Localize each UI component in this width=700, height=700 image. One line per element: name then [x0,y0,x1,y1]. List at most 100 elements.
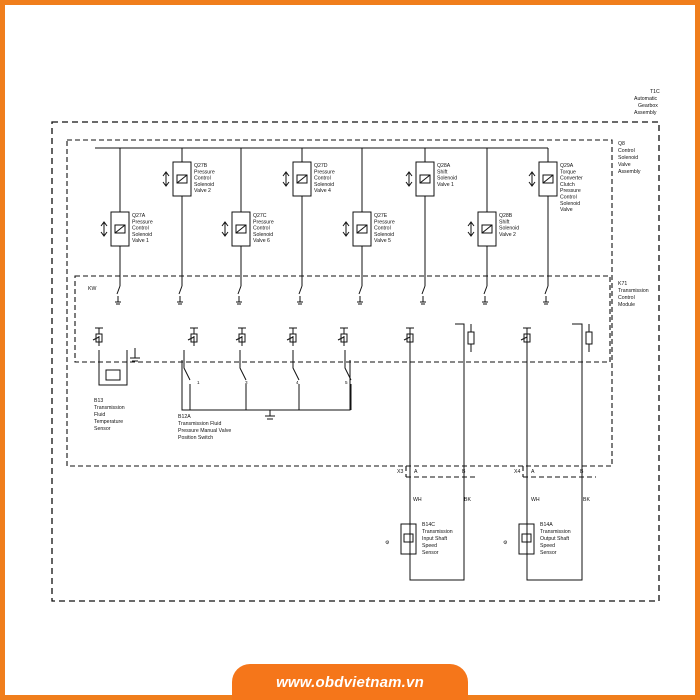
solenoid-label: Q27C [253,213,267,219]
solenoid-label: Valve 5 [374,238,391,244]
solenoid-label: Control [253,226,270,232]
b12a-switch [344,350,352,410]
gear-icon: ⚙ [385,540,390,546]
switch-number: 3 [245,380,248,385]
tcm-input-stub [337,327,348,346]
tcm-driver-ground [115,285,121,305]
svg-text:Control: Control [618,295,635,301]
b12a-switch-bus [181,360,351,411]
svg-text:Automatic: Automatic [634,96,657,102]
svg-text:A: A [531,469,535,475]
b14c-sensor: ⚙ B14C Transmission Input Shaft Speed Se… [385,522,453,556]
connector-x3: X3 A B [397,469,466,475]
b14c-signal-wire [409,323,465,581]
tcm-driver-ground [543,285,549,305]
svg-text:Q8: Q8 [618,141,625,147]
solenoid-label: Control [132,226,149,232]
b12a-switch [239,350,247,410]
solenoid-label: Pressure [314,169,335,175]
tcm-pullup-resistor [467,324,475,352]
svg-text:B12A: B12A [178,414,191,420]
gearbox-assembly-label: T1C Automatic Gearbox Assembly [634,89,660,116]
solenoid-label: Valve 4 [314,188,331,194]
b12a-switch [183,350,191,410]
tcm-driver-ground [236,285,242,305]
automatic-gearbox-assembly-box [51,121,660,602]
svg-text:Assembly: Assembly [618,169,641,175]
svg-text:Transmission: Transmission [422,529,453,535]
switch-number: 1 [197,380,200,385]
solenoid-label: Solenoid [560,201,580,207]
svg-text:Transmission Fluid: Transmission Fluid [178,421,221,427]
svg-text:A: A [414,469,418,475]
wire-color-bk: BK [583,497,590,503]
solenoid-label: Valve 2 [194,188,211,194]
solenoid-label: Valve [560,207,573,213]
tcm-input-stub [92,327,103,346]
b14a-sensor: ⚙ B14A Transmission Output Shaft Speed S… [503,522,571,556]
svg-text:Input Shaft: Input Shaft [422,536,448,542]
q8-label: Q8 Control Solenoid Valve Assembly [618,141,641,175]
svg-text:Solenoid: Solenoid [618,155,638,161]
tcm-input-stub [520,327,531,346]
svg-text:Sensor: Sensor [422,550,439,556]
solenoid-valve: Q29ATorqueConverterClutchPressureControl… [528,148,583,286]
svg-text:Pressure Manual Valve: Pressure Manual Valve [178,428,231,434]
svg-text:Control: Control [618,148,635,154]
solenoid-label: Shift [437,169,448,175]
solenoid-label: Clutch [560,182,575,188]
website-banner: www.obdvietnam.vn [232,664,468,700]
solenoid-label: Solenoid [314,182,334,188]
wire-color-wh: WH [531,497,540,503]
solenoid-label: Control [314,176,331,182]
connector-lines [405,466,596,478]
k71-label: K71 Transmission Control Module [618,281,649,308]
tcm-driver-ground [482,285,488,305]
solenoid-label: Solenoid [132,232,152,238]
svg-text:Speed: Speed [422,543,437,549]
b12a-switch [292,350,300,410]
svg-text:Transmission: Transmission [618,288,649,294]
gear-icon: ⚙ [503,540,508,546]
tcm-input-stub [286,327,297,346]
tcm-driver-ground [420,285,426,305]
solenoid-label: Solenoid [499,226,519,232]
solenoid-label: Control [194,176,211,182]
solenoid-label: Solenoid [253,232,273,238]
tcm-input-stub [403,327,414,346]
svg-text:Temperature: Temperature [94,419,123,425]
svg-text:Output Shaft: Output Shaft [540,536,570,542]
tcm-input-stub [187,327,198,346]
ground-symbol [265,410,275,420]
svg-text:Fluid: Fluid [94,412,105,418]
b13-sensor-wire [98,350,128,386]
svg-text:Transmission: Transmission [540,529,571,535]
solenoid-label: Q28B [499,213,513,219]
solenoid-label: Q27D [314,163,328,169]
tcm-pullup-resistor [585,324,593,352]
solenoid-label: Valve 1 [132,238,149,244]
tcm-input-stub [235,327,246,346]
solenoid-label: Solenoid [374,232,394,238]
solenoid-label: Q29A [560,163,574,169]
solenoid-label: Torque [560,169,576,175]
wire-color-wh: WH [413,497,422,503]
switch-number: 5 [345,380,348,385]
website-url[interactable]: www.obdvietnam.vn [276,673,424,691]
tcm-driver-ground [297,285,303,305]
tcm-driver-ground [177,285,183,305]
solenoid-label: Control [560,195,577,201]
solenoid-label: Valve 1 [437,182,454,188]
b12a-label: B12A Transmission Fluid Pressure Manual … [178,414,231,441]
svg-text:Gearbox: Gearbox [638,103,658,109]
svg-text:K71: K71 [618,281,627,287]
b13-thermistor [105,369,121,381]
